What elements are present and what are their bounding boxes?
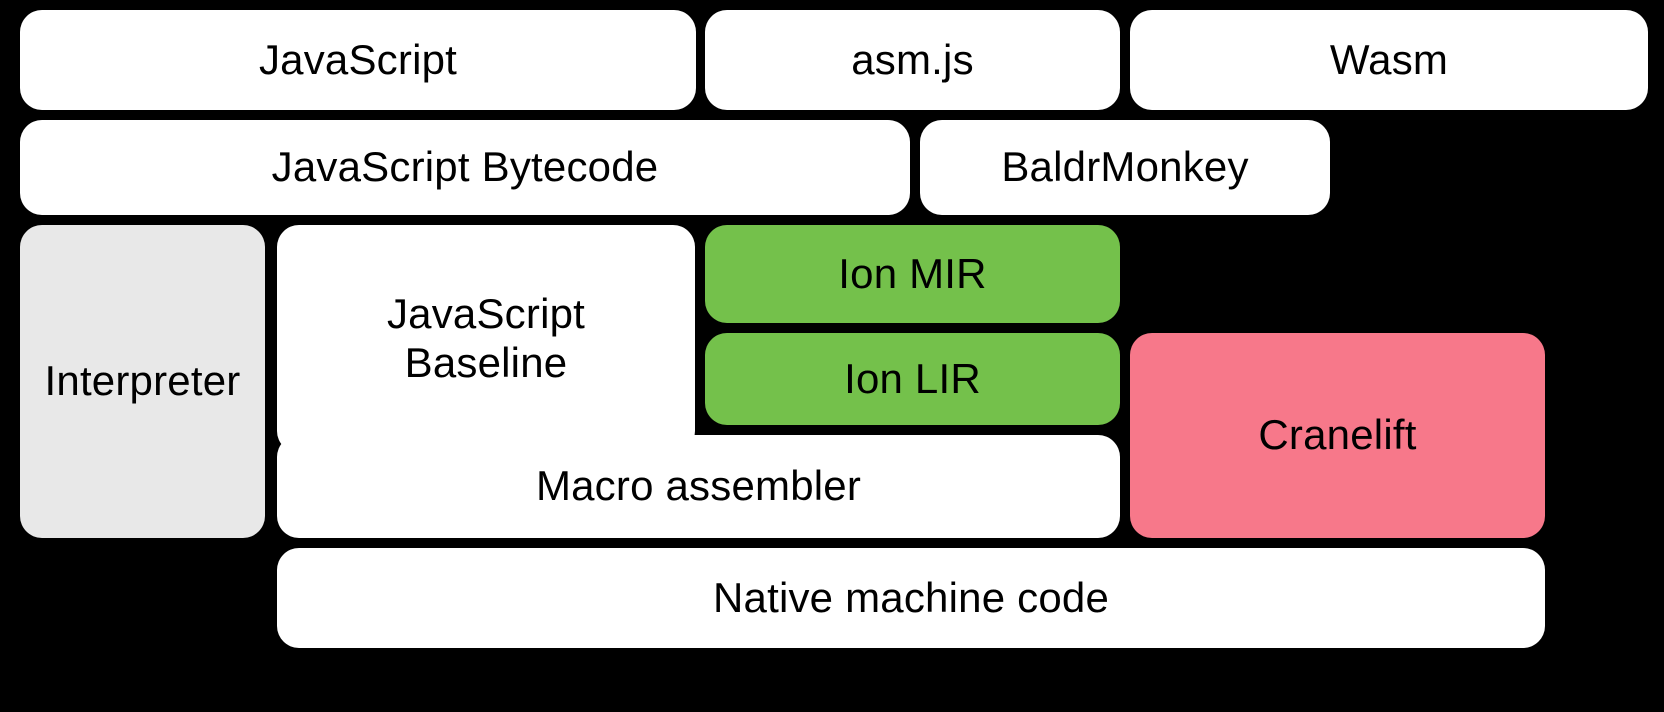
node-baldrmonkey[interactable]: BaldrMonkey xyxy=(920,120,1330,215)
node-ion-lir[interactable]: Ion LIR xyxy=(705,333,1120,425)
node-javascript-baseline[interactable]: JavaScript Baseline xyxy=(277,225,695,453)
node-javascript[interactable]: JavaScript xyxy=(20,10,696,110)
node-javascript-bytecode[interactable]: JavaScript Bytecode xyxy=(20,120,910,215)
node-wasm[interactable]: Wasm xyxy=(1130,10,1648,110)
node-native-machine-code[interactable]: Native machine code xyxy=(277,548,1545,648)
node-asmjs[interactable]: asm.js xyxy=(705,10,1120,110)
node-macro-assembler[interactable]: Macro assembler xyxy=(277,435,1120,538)
node-interpreter[interactable]: Interpreter xyxy=(20,225,265,538)
node-cranelift[interactable]: Cranelift xyxy=(1130,333,1545,538)
node-ion-mir[interactable]: Ion MIR xyxy=(705,225,1120,323)
